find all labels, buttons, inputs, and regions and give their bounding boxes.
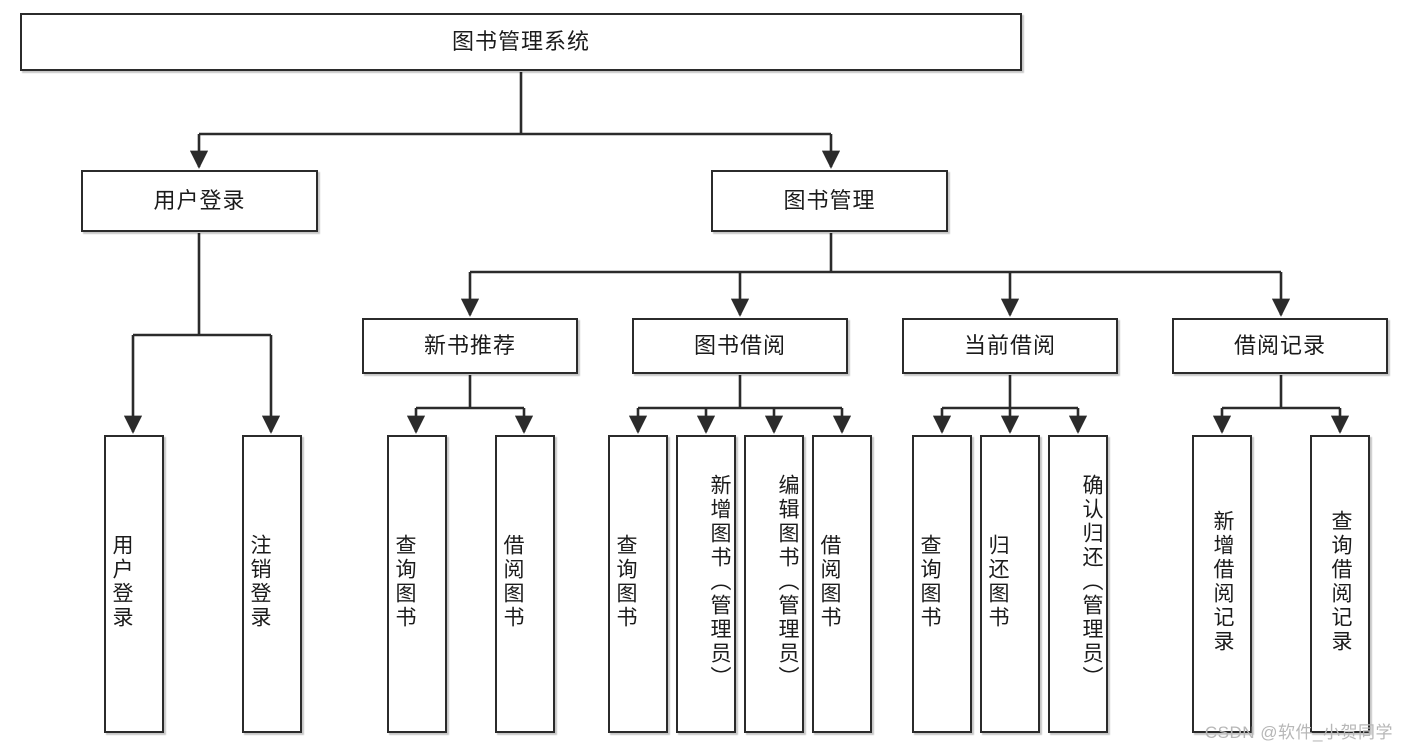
- csdn-watermark: CSDN @软件_小贺同学: [1204, 723, 1393, 742]
- leaf-book-borrow-query-books[interactable]: 查询图书: [608, 435, 668, 733]
- node-book-management[interactable]: 图书管理: [711, 170, 948, 232]
- leaf-current-borrow-confirm-return-admin[interactable]: 确认归还（管理员）: [1048, 435, 1108, 733]
- node-user-login[interactable]: 用户登录: [81, 170, 318, 232]
- leaf-user-login-signout[interactable]: 注销登录: [242, 435, 302, 733]
- leaf-current-borrow-return-books[interactable]: 归还图书: [980, 435, 1040, 733]
- leaf-borrow-record-query-record[interactable]: 查询借阅记录: [1310, 435, 1370, 733]
- node-current-borrow[interactable]: 当前借阅: [902, 318, 1118, 374]
- leaf-book-borrow-edit-book-admin[interactable]: 编辑图书（管理员）: [744, 435, 804, 733]
- leaf-current-borrow-query-books[interactable]: 查询图书: [912, 435, 972, 733]
- node-book-borrow[interactable]: 图书借阅: [632, 318, 848, 374]
- leaf-borrow-record-add-record[interactable]: 新增借阅记录: [1192, 435, 1252, 733]
- node-new-book-recommend[interactable]: 新书推荐: [362, 318, 578, 374]
- leaf-book-borrow-borrow-books[interactable]: 借阅图书: [812, 435, 872, 733]
- leaf-new-book-borrow-books[interactable]: 借阅图书: [495, 435, 555, 733]
- leaf-user-login-signin[interactable]: 用户登录: [104, 435, 164, 733]
- node-borrow-record[interactable]: 借阅记录: [1172, 318, 1388, 374]
- leaf-new-book-query-books[interactable]: 查询图书: [387, 435, 447, 733]
- leaf-book-borrow-add-book-admin[interactable]: 新增图书（管理员）: [676, 435, 736, 733]
- node-root-book-management-system[interactable]: 图书管理系统: [20, 13, 1022, 71]
